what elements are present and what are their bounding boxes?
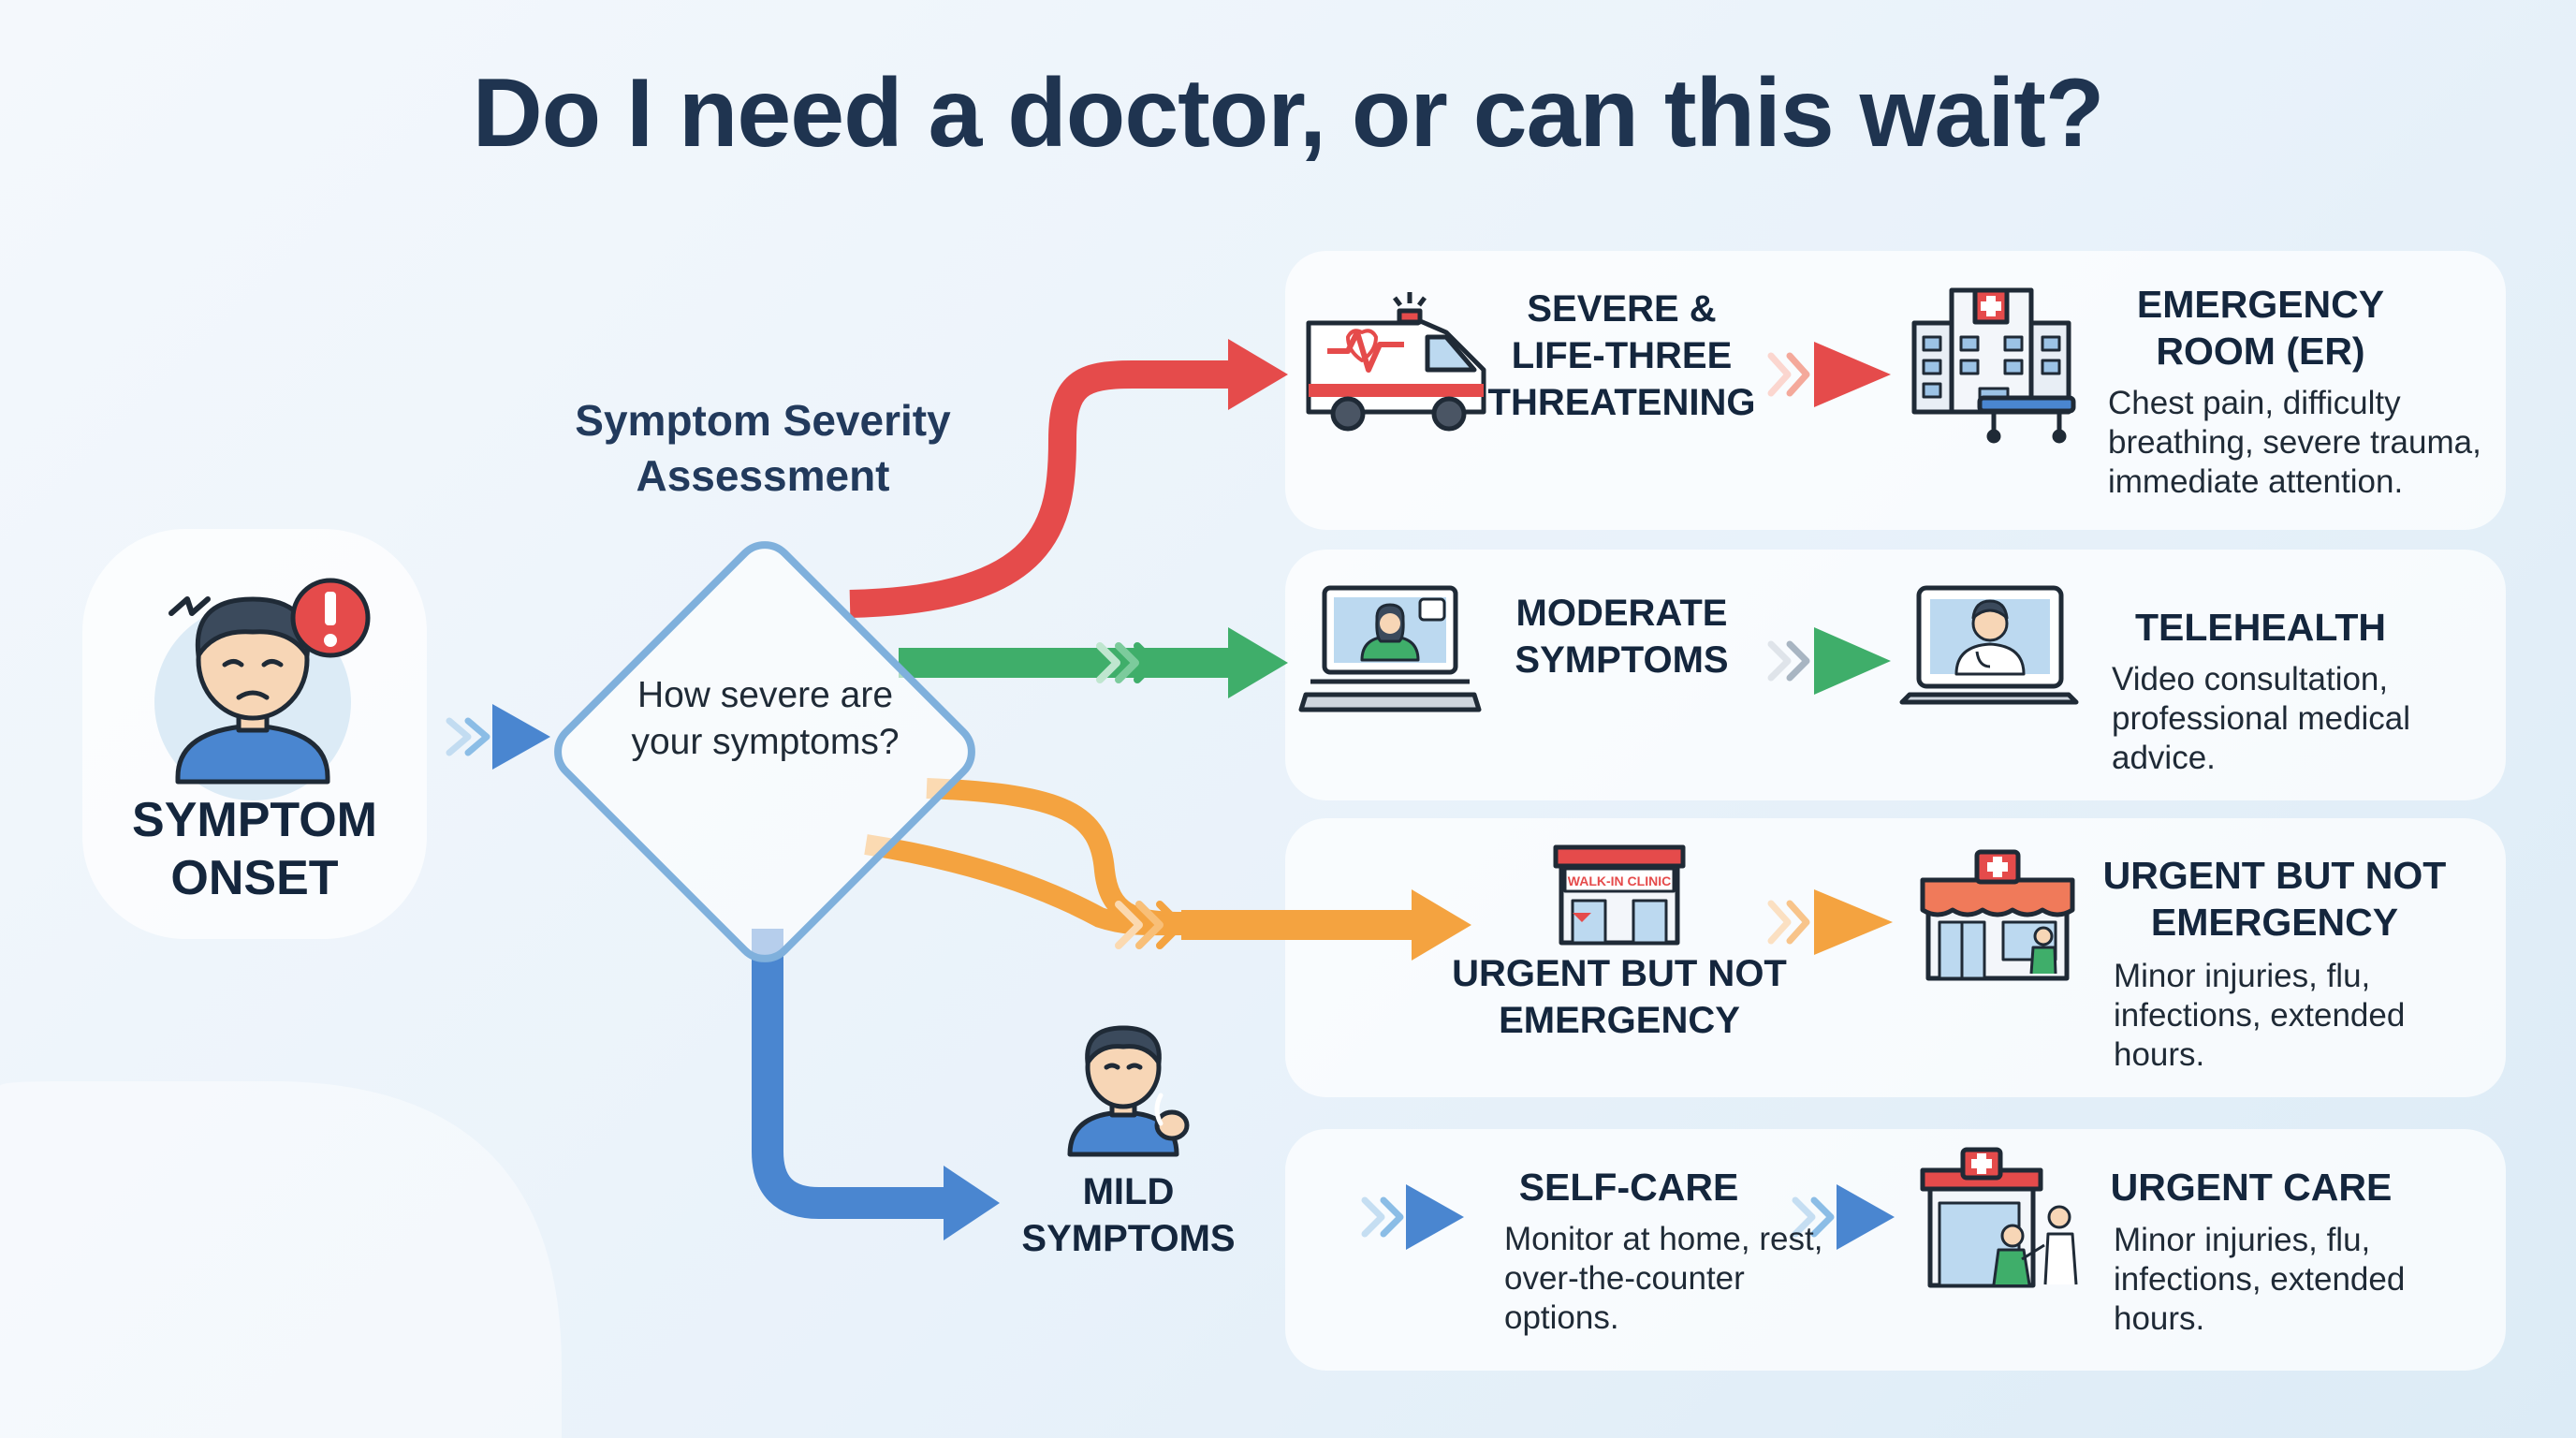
urgent-care-clinic-icon <box>1920 1147 2078 1288</box>
walk-in-clinic-icon: WALK-IN CLINIC <box>1553 844 1686 946</box>
hospital-icon <box>1911 287 2076 444</box>
telehealth-description: Video consultation, professional medical… <box>2112 661 2411 776</box>
self-care-description: Monitor at home, rest, over-the-counter … <box>1504 1221 1823 1336</box>
severe-connector <box>849 339 1288 618</box>
chevrons-urgent-connector <box>1115 901 1184 949</box>
chevrons-mild-selfcare <box>1361 1184 1464 1250</box>
distressed-person-icon <box>154 596 351 800</box>
doctor-laptop-icon <box>1899 585 2079 705</box>
severe-destination-description: Chest pain, difficulty breathing, severe… <box>2108 385 2481 500</box>
chevrons-mild-urgentcare <box>1792 1184 1895 1250</box>
chevrons-severe-inner <box>1767 342 1891 407</box>
mild-connector <box>752 929 1000 1240</box>
moderate-connector <box>899 627 1288 698</box>
mild-path-card <box>1285 1129 2506 1371</box>
clinic-storefront-icon <box>1920 849 2075 981</box>
chevrons-urgent-inner <box>1767 889 1893 955</box>
urgent-care-title: URGENT CARE <box>2110 1166 2393 1209</box>
ambulance-icon <box>1306 292 1486 432</box>
urgent-path-card <box>1285 818 2506 1097</box>
severe-destination-title: EMERGENCY ROOM (ER) <box>2136 283 2385 373</box>
symptom-onset-label: SYMPTOM ONSET <box>132 793 377 905</box>
telehealth-title: TELEHEALTH <box>2134 606 2386 649</box>
severe-path-card <box>1285 251 2506 530</box>
chevrons-onset-to-decision <box>446 704 550 770</box>
moderate-path-card <box>1285 550 2506 800</box>
decision-heading: Symptom Severity Assessment <box>575 396 951 500</box>
coughing-person-icon <box>1067 1025 1190 1157</box>
alert-icon <box>290 578 371 658</box>
walk-in-clinic-sign: WALK-IN CLINIC <box>1568 873 1671 888</box>
decision-diamond <box>554 541 975 962</box>
urgent-destination-title: URGENT BUT NOT EMERGENCY <box>2102 854 2447 944</box>
urgent-connector <box>864 778 1471 961</box>
chevrons-moderate-connector <box>1096 642 1158 683</box>
chevrons-moderate-inner <box>1767 627 1891 695</box>
self-care-title: SELF-CARE <box>1518 1166 1739 1209</box>
urgent-level-label: URGENT BUT NOT EMERGENCY <box>1452 953 1787 1041</box>
urgent-destination-description: Minor injuries, flu, infections, extende… <box>2114 958 2406 1073</box>
urgent-care-description: Minor injuries, flu, infections, extende… <box>2114 1222 2406 1337</box>
laptop-video-call-icon <box>1298 585 1482 712</box>
mild-level-label: MILD SYMPTOMS <box>1021 1171 1236 1259</box>
severe-level-label: SEVERE & LIFE-THREE THREATENING <box>1487 288 1756 423</box>
moderate-level-label: MODERATE SYMPTOMS <box>1515 593 1729 681</box>
decision-question: How severe are your symptoms? <box>631 675 900 762</box>
page-title: Do I need a doctor, or can this wait? <box>472 59 2105 168</box>
